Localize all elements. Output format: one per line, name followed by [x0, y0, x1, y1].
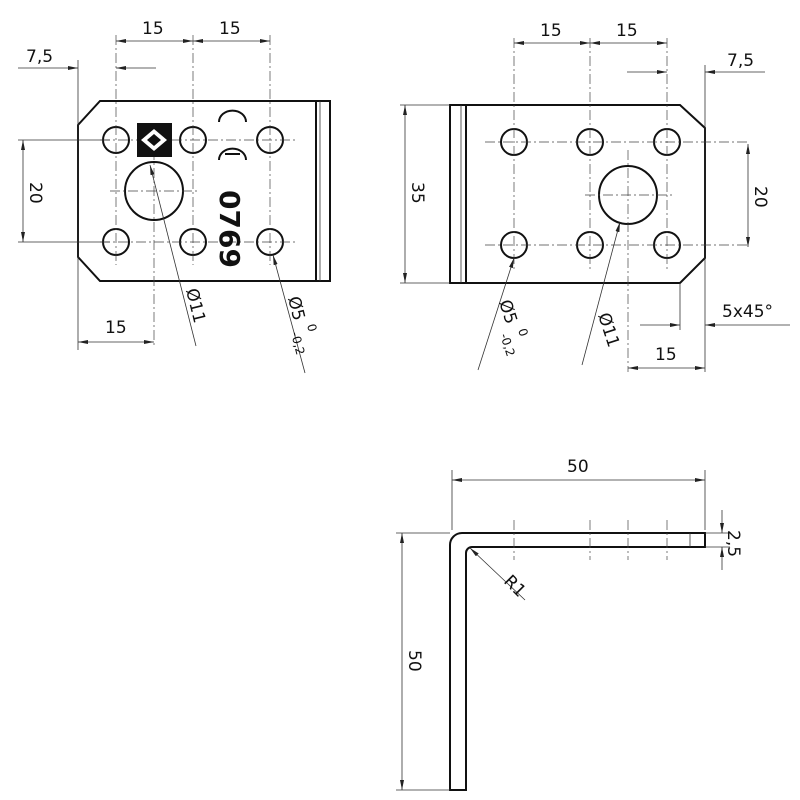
tol-lower: -0,2: [288, 330, 307, 356]
tol-upper: 0: [304, 322, 319, 333]
dim-radius: R1: [499, 571, 529, 601]
dim-big-hole-dia: Ø11: [593, 310, 623, 349]
dim-edge: 7,5: [727, 51, 754, 71]
dim-big-hole-dia: Ø11: [181, 286, 209, 325]
part-number: 0769: [213, 190, 246, 268]
quality-symbol-icon: [137, 123, 172, 157]
center-lines: [485, 38, 750, 372]
angle-profile: [449, 532, 706, 791]
dim-chamfer: 5x45°: [722, 302, 773, 322]
dim-pitch-b: 15: [219, 19, 241, 39]
small-holes: [500, 128, 681, 259]
ce-mark-icon: [218, 109, 247, 161]
dim-row: 20: [750, 186, 770, 208]
dim-length: 50: [567, 457, 589, 477]
front-view: 0769 15 15 7,5 20 15 Ø11 Ø5 0 -0,2: [18, 19, 331, 374]
dim-height: 50: [404, 650, 424, 672]
dim-row: 20: [25, 182, 45, 204]
back-view: 15 15 7,5 35 20 5x45° 15 Ø5 0 -0,2 Ø11: [400, 21, 790, 372]
dim-height: 35: [407, 182, 427, 204]
tol-upper: 0: [515, 327, 531, 339]
dim-big-hole-x: 15: [655, 345, 677, 365]
dim-pitch-b: 15: [616, 21, 638, 41]
center-lines: [100, 35, 295, 345]
dim-big-hole-x: 15: [105, 318, 127, 338]
dim-thickness: 2,5: [723, 530, 743, 557]
dim-pitch-a: 15: [142, 19, 164, 39]
dim-small-hole-dia: Ø5: [494, 297, 521, 326]
tol-lower: -0,2: [497, 332, 518, 359]
dim-edge: 7,5: [26, 47, 53, 67]
side-view: 50 2,5 R1 50: [396, 457, 743, 791]
dim-pitch-a: 15: [540, 21, 562, 41]
dim-small-hole-dia: Ø5: [283, 294, 308, 322]
